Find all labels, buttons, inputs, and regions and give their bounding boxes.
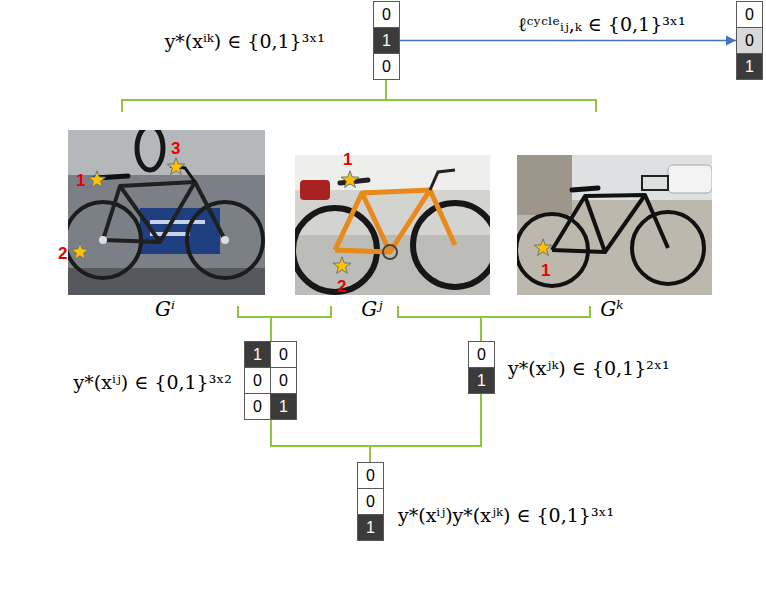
bike-saddle	[572, 188, 598, 190]
matrix-cell: 1	[270, 393, 297, 420]
keypoint-star	[88, 171, 106, 188]
matrix-value: 0	[366, 467, 375, 485]
bracket	[122, 80, 596, 112]
bike-handlebar	[430, 170, 455, 190]
matrix-value: 0	[366, 493, 375, 511]
bike-wheel	[413, 203, 490, 287]
photo-building	[517, 155, 572, 215]
matrix-value: 0	[253, 372, 262, 390]
image-caption: Gʲ	[361, 297, 382, 321]
bicycle-photo	[68, 130, 265, 295]
math-formula: y*(xʲᵏ) ∈ {0,1}²ˣ¹	[508, 357, 670, 380]
bike-frame	[335, 190, 455, 252]
callout-number: 2	[337, 277, 346, 297]
callout-number: 1	[343, 150, 352, 170]
photo-wall	[68, 130, 265, 175]
matrix-cell: 1	[736, 53, 763, 80]
photo-ground	[517, 155, 712, 295]
matrix-cell: 0	[736, 1, 763, 28]
edge-label: ℓᶜʸᶜˡᵉᵢⱼ,ₖ ∈ {0,1}³ˣ¹	[516, 13, 688, 36]
bike-hub	[99, 236, 107, 244]
matrix-cell: 0	[373, 1, 400, 28]
matrix-cell: 1	[244, 341, 271, 368]
callout-number: 1	[541, 261, 550, 281]
keypoint-star	[333, 257, 351, 274]
bracket	[398, 306, 590, 341]
matrix-cell: 1	[468, 367, 495, 394]
matrix-value: 0	[382, 58, 391, 76]
keypoint-star	[167, 158, 185, 175]
bicycle-photo	[517, 155, 712, 295]
bracket	[271, 394, 481, 462]
matrix-value: 1	[477, 372, 486, 390]
bike-chainring	[383, 245, 397, 259]
matrix-value: 0	[745, 6, 754, 24]
matrix-cell: 0	[244, 367, 271, 394]
matrix-value: 0	[477, 346, 486, 364]
image-caption: Gⁱ	[155, 297, 175, 321]
matrix-cell: 0	[468, 341, 495, 368]
bike-wheel	[187, 202, 263, 278]
matrix-cell: 0	[244, 393, 271, 420]
matrix-cell: 1	[373, 27, 400, 54]
math-formula: y*(xⁱʲ) ∈ {0,1}³ˣ²	[74, 371, 232, 394]
image-caption: Gᵏ	[600, 297, 623, 321]
matrix-value: 1	[253, 346, 262, 364]
matrix-cell: 0	[357, 488, 384, 515]
bracket	[238, 306, 331, 341]
matrix-value: 0	[279, 346, 288, 364]
matrix-cell: 0	[373, 53, 400, 80]
math-formula: y*(xⁱʲ)y*(xʲᵏ) ∈ {0,1}³ˣ¹	[398, 504, 614, 527]
matrix-cell: 1	[357, 514, 384, 541]
matrix-value: 1	[745, 58, 754, 76]
photo-floor	[68, 268, 265, 295]
matrix-value: 1	[279, 398, 288, 416]
keypoint-star	[341, 171, 359, 188]
bicycle-photo	[295, 155, 490, 295]
bike-hub	[221, 236, 229, 244]
matrix-value: 1	[382, 32, 391, 50]
callout-number: 3	[171, 139, 180, 159]
photo-sign-stripe	[150, 220, 205, 224]
matrix-value: 0	[382, 6, 391, 24]
callout-number: 2	[58, 244, 67, 264]
matrix-value: 1	[366, 519, 375, 537]
matrix-cell: 0	[736, 27, 763, 54]
bike-basket	[642, 176, 668, 190]
matrix-value: 0	[253, 398, 262, 416]
matrix-value: 0	[745, 32, 754, 50]
matrix-value: 0	[279, 372, 288, 390]
photo-car	[668, 165, 712, 193]
photo-ground	[68, 130, 265, 295]
bike-bag	[300, 180, 330, 200]
connector-arrow	[400, 40, 736, 42]
keypoint-star	[534, 239, 552, 256]
bike-frame	[552, 195, 668, 252]
keypoint-star	[71, 243, 89, 260]
matrix-cell: 0	[357, 462, 384, 489]
photo-ground	[295, 155, 490, 295]
matrix-cell: 0	[270, 367, 297, 394]
callout-number: 1	[76, 171, 85, 191]
bike-frame	[103, 182, 225, 242]
math-formula: y*(xⁱᵏ) ∈ {0,1}³ˣ¹	[165, 30, 325, 53]
matrix-cell: 0	[270, 341, 297, 368]
bike-lock	[137, 130, 163, 170]
